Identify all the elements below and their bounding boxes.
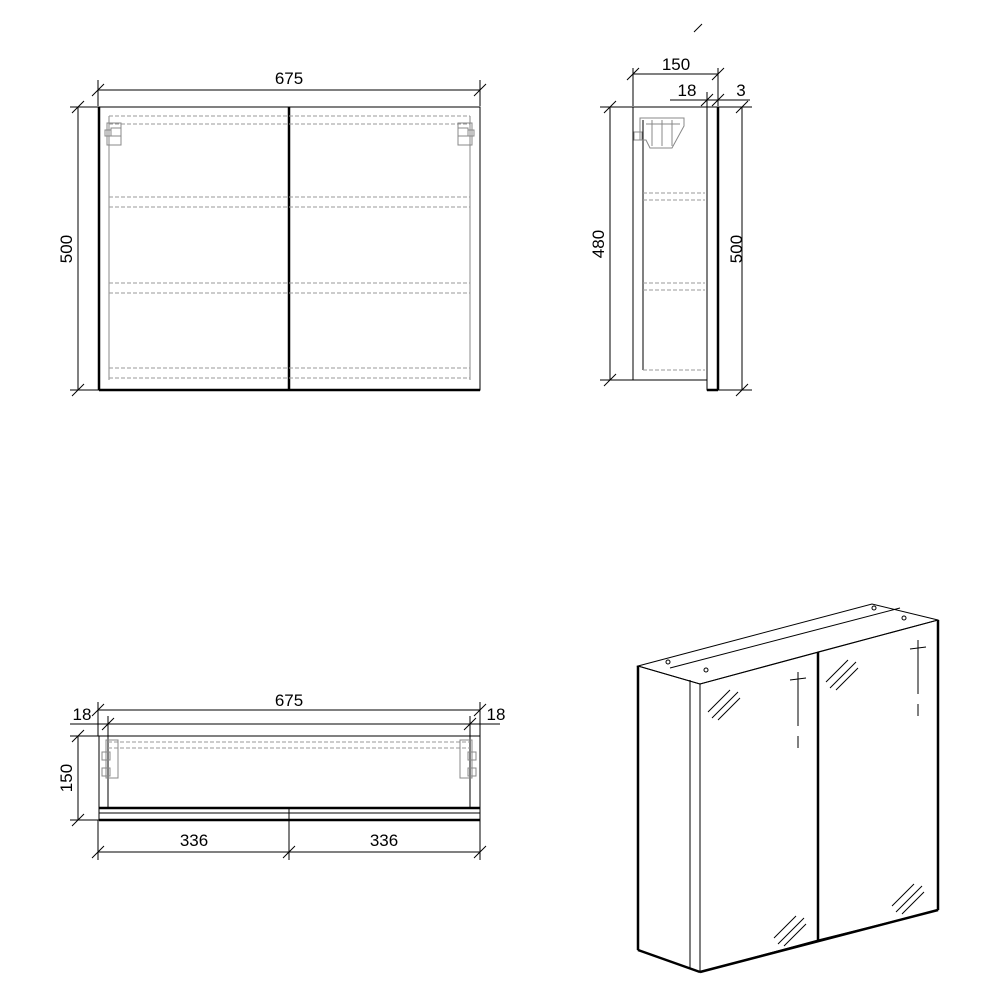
side-view: 150 18 3 480 500 <box>589 23 752 397</box>
mirror-door-right <box>817 619 939 941</box>
hinge-icon <box>633 117 685 149</box>
hinge-icon <box>104 122 122 146</box>
hinge-icon <box>457 122 475 146</box>
isometric-view <box>636 603 940 974</box>
side-mirror-thickness-label: 3 <box>736 81 745 100</box>
handle-icon <box>909 640 927 716</box>
top-right-door-label: 336 <box>370 831 398 850</box>
top-view: 675 18 18 150 <box>57 691 505 860</box>
side-door-thickness-label: 18 <box>678 81 697 100</box>
hinge-icon <box>459 739 477 779</box>
mirror-door-left <box>699 651 819 973</box>
side-inner-height-label: 480 <box>589 230 608 258</box>
cabinet-top <box>636 603 939 685</box>
top-right-side-label: 18 <box>487 705 506 724</box>
side-depth-label: 150 <box>662 55 690 74</box>
top-left-side-label: 18 <box>73 705 92 724</box>
cabinet-side <box>637 665 701 973</box>
side-outer-height-label: 500 <box>727 235 746 263</box>
front-height-label: 500 <box>57 235 76 263</box>
top-depth-label: 150 <box>57 764 76 792</box>
top-left-door-label: 336 <box>180 831 208 850</box>
top-width-label: 675 <box>275 691 303 710</box>
front-view: 675 500 <box>57 69 487 397</box>
reflection-icon <box>707 659 925 947</box>
front-width-label: 675 <box>275 69 303 88</box>
handle-icon <box>789 672 807 748</box>
hinge-icon <box>101 739 119 779</box>
